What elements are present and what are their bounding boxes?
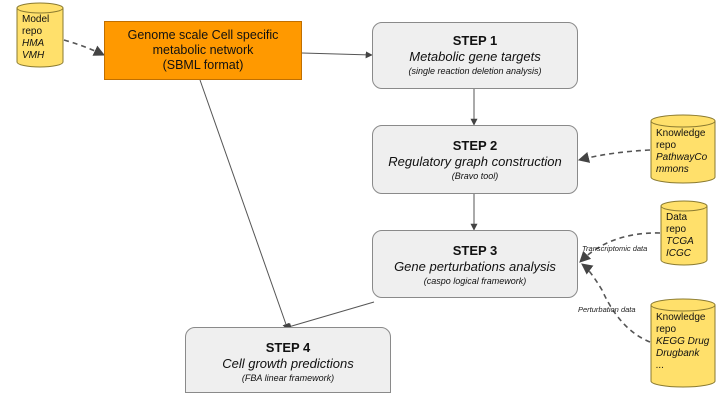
knowledge2-line-2: repo — [656, 324, 677, 335]
database-icon — [650, 298, 716, 388]
knowledge1-item-1: PathwayCo — [656, 152, 708, 163]
step2-title: STEP 2 — [452, 138, 498, 153]
step3-box[interactable]: STEP 3 Gene perturbations analysis (casp… — [372, 230, 578, 298]
knowledge1-item-2: mmons — [656, 164, 689, 175]
network-line-2: metabolic network — [152, 43, 254, 57]
database-icon — [16, 2, 64, 68]
step4-subtitle: Cell growth predictions — [222, 356, 354, 371]
knowledge1-line-1: Knowledge — [656, 128, 706, 139]
step4-title: STEP 4 — [265, 340, 311, 355]
knowledge1-line-2: repo — [656, 140, 677, 151]
genome-network-box[interactable]: Genome scale Cell specific metabolic net… — [104, 21, 302, 80]
model-repo-item-vmh: VMH — [22, 50, 45, 61]
data-repo-cylinder[interactable]: Data repo TCGA ICGC — [660, 200, 708, 266]
database-icon — [660, 200, 708, 266]
network-line-1: Genome scale Cell specific — [127, 28, 279, 42]
dashed-arrow-knowledge-to-step2 — [577, 149, 651, 163]
knowledge2-line-1: Knowledge — [656, 312, 706, 323]
model-repo-cylinder[interactable]: Model repo HMA VMH — [16, 2, 64, 68]
step2-subtitle: Regulatory graph construction — [388, 154, 562, 169]
knowledge2-item-drugbank: Drugbank — [656, 348, 700, 359]
step1-subtitle: Metabolic gene targets — [409, 49, 541, 64]
arrow-network-to-step4 — [199, 79, 290, 331]
knowledge2-item-more: ... — [656, 360, 665, 371]
step4-box[interactable]: STEP 4 Cell growth predictions (FBA line… — [185, 327, 391, 393]
step4-detail: (FBA linear framework) — [241, 373, 335, 383]
step2-box[interactable]: STEP 2 Regulatory graph construction (Br… — [372, 125, 578, 194]
model-repo-item-hma: HMA — [22, 38, 45, 49]
database-icon — [650, 114, 716, 184]
knowledge-repo-drug-cylinder[interactable]: Knowledge repo KEGG Drug Drugbank ... — [650, 298, 716, 388]
arrow-step3-to-step4 — [284, 301, 375, 330]
arrow-network-to-step1 — [301, 51, 373, 59]
step3-detail: (caspo logical framework) — [423, 276, 527, 286]
step1-title: STEP 1 — [452, 33, 498, 48]
dashed-arrow-model-to-network — [63, 39, 106, 56]
knowledge2-item-kegg: KEGG Drug — [656, 336, 710, 347]
dashed-arrow-data-to-step3 — [579, 232, 661, 263]
network-line-3: (SBML format) — [162, 58, 244, 72]
step1-box[interactable]: STEP 1 Metabolic gene targets (single re… — [372, 22, 578, 89]
dashed-arrow-knowledge2-to-step3 — [581, 263, 651, 343]
step3-title: STEP 3 — [452, 243, 498, 258]
step3-subtitle: Gene perturbations analysis — [394, 259, 556, 274]
data-repo-item-tcga: TCGA — [666, 236, 694, 247]
step2-detail: (Bravo tool) — [451, 171, 499, 181]
knowledge-repo-pathwaycommons-cylinder[interactable]: Knowledge repo PathwayCo mmons — [650, 114, 716, 184]
data-repo-line-2: repo — [666, 224, 687, 235]
step1-detail: (single reaction deletion analysis) — [408, 66, 542, 76]
model-repo-line-2: repo — [22, 26, 43, 37]
model-repo-line-1: Model — [22, 14, 50, 25]
perturbation-data-label: Perturbation data — [578, 305, 636, 314]
data-repo-line-1: Data — [666, 212, 688, 223]
transcriptomic-data-label: Transcriptomic data — [582, 244, 648, 253]
data-repo-item-icgc: ICGC — [666, 248, 691, 259]
